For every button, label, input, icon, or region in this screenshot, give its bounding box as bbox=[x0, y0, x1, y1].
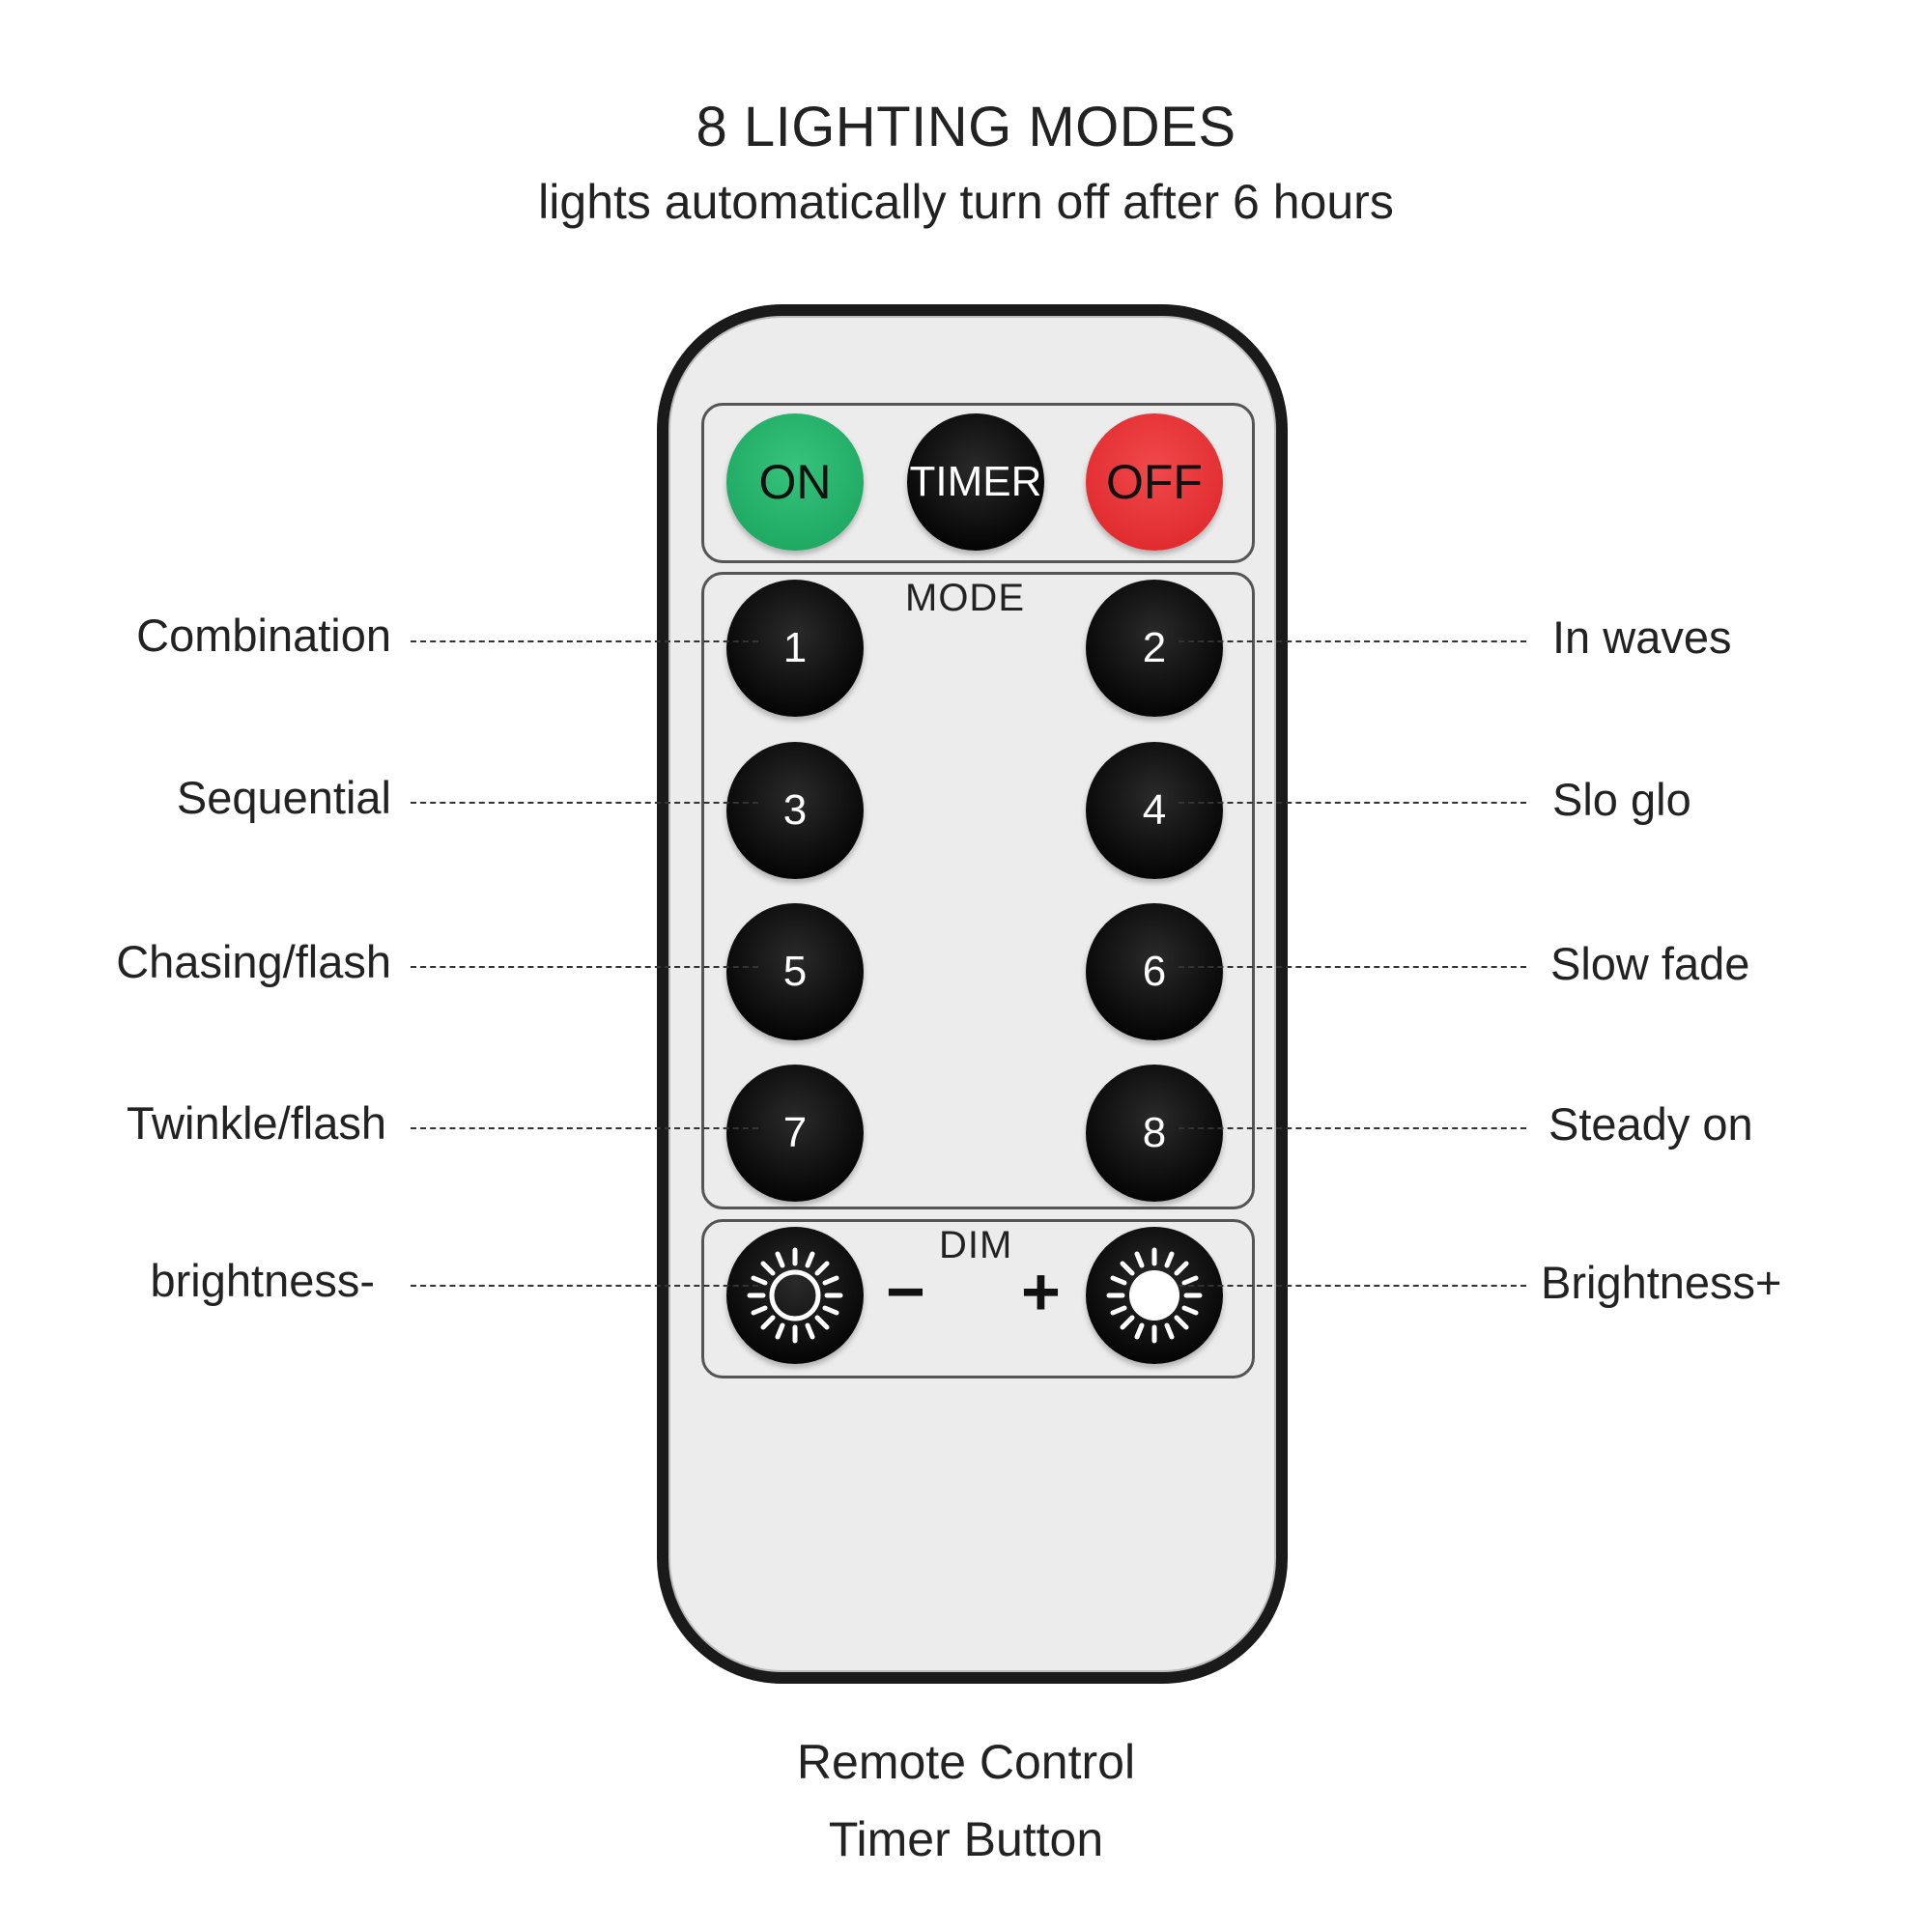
diagram-title: 8 LIGHTING MODES bbox=[696, 96, 1236, 158]
leader-line bbox=[1179, 1285, 1526, 1287]
label-brightness-plus: Brightness+ bbox=[1541, 1257, 1782, 1308]
label-combination: Combination bbox=[136, 610, 391, 661]
sun-filled-icon bbox=[1106, 1247, 1203, 1344]
dim-panel bbox=[701, 1219, 1255, 1378]
label-twinkle-flash: Twinkle/flash bbox=[126, 1097, 386, 1149]
sun-outline-icon bbox=[747, 1247, 843, 1344]
label-brightness-minus: brightness- bbox=[150, 1255, 376, 1306]
plus-symbol: + bbox=[1021, 1254, 1061, 1329]
power-panel bbox=[701, 403, 1255, 563]
on-button[interactable]: ON bbox=[726, 413, 864, 551]
mode-button-6[interactable]: 6 bbox=[1086, 903, 1223, 1040]
leader-line bbox=[1179, 966, 1526, 968]
label-slow-fade: Slow fade bbox=[1550, 938, 1750, 989]
timer-button[interactable]: TIMER bbox=[907, 413, 1044, 551]
dim-label: DIM bbox=[939, 1224, 1013, 1266]
leader-line bbox=[411, 966, 758, 968]
leader-line bbox=[1179, 1127, 1526, 1129]
caption-line-2: Timer Button bbox=[828, 1812, 1104, 1866]
brightness-down-button[interactable] bbox=[726, 1227, 864, 1364]
mode-button-1[interactable]: 1 bbox=[726, 580, 864, 717]
diagram-subtitle: lights automatically turn off after 6 ho… bbox=[538, 175, 1394, 229]
mode-label: MODE bbox=[905, 577, 1025, 619]
label-in-waves: In waves bbox=[1552, 611, 1732, 663]
label-sequential: Sequential bbox=[176, 772, 391, 823]
mode-button-4[interactable]: 4 bbox=[1086, 742, 1223, 879]
label-steady-on: Steady on bbox=[1548, 1098, 1753, 1150]
caption-line-1: Remote Control bbox=[796, 1735, 1136, 1789]
label-slo-glo: Slo glo bbox=[1552, 774, 1691, 825]
label-chasing-flash: Chasing/flash bbox=[116, 936, 391, 987]
mode-button-5[interactable]: 5 bbox=[726, 903, 864, 1040]
leader-line bbox=[1179, 640, 1526, 642]
remote-control-body: ON TIMER OFF MODE 1 2 3 4 5 6 7 8 DIM bbox=[657, 304, 1288, 1684]
mode-button-2[interactable]: 2 bbox=[1086, 580, 1223, 717]
off-button[interactable]: OFF bbox=[1086, 413, 1223, 551]
mode-button-7[interactable]: 7 bbox=[726, 1065, 864, 1202]
leader-line bbox=[411, 640, 758, 642]
mode-panel bbox=[701, 572, 1255, 1209]
leader-line bbox=[411, 802, 758, 804]
leader-line bbox=[411, 1285, 758, 1287]
leader-line bbox=[411, 1127, 758, 1129]
leader-line bbox=[1179, 802, 1526, 804]
mode-button-8[interactable]: 8 bbox=[1086, 1065, 1223, 1202]
minus-symbol: − bbox=[886, 1254, 925, 1329]
brightness-up-button[interactable] bbox=[1086, 1227, 1223, 1364]
mode-button-3[interactable]: 3 bbox=[726, 742, 864, 879]
